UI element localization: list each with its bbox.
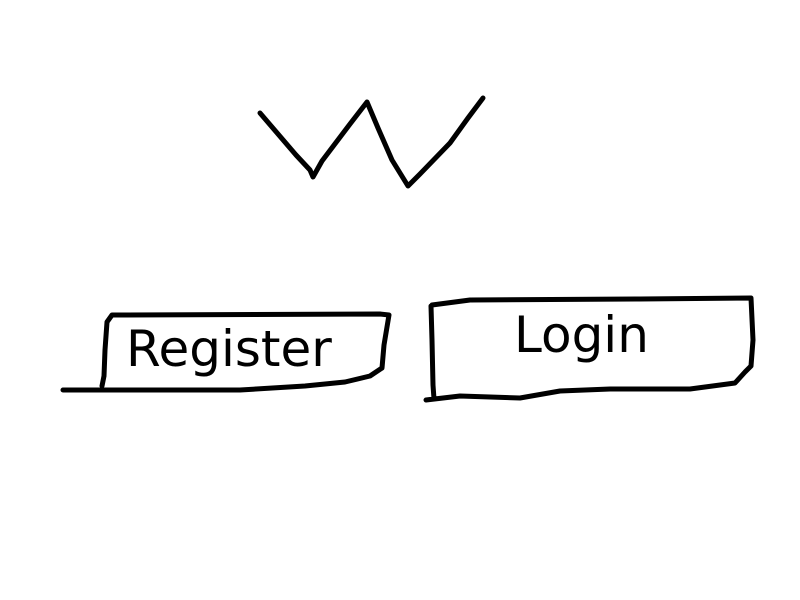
login-button[interactable]: Login bbox=[432, 298, 754, 398]
login-button-label: Login bbox=[514, 306, 649, 364]
register-button-label: Register bbox=[126, 320, 332, 378]
w-logo-icon bbox=[257, 95, 486, 189]
login-button-outline bbox=[423, 295, 756, 403]
register-button-outline bbox=[60, 311, 392, 393]
register-button[interactable]: Register bbox=[105, 314, 387, 390]
